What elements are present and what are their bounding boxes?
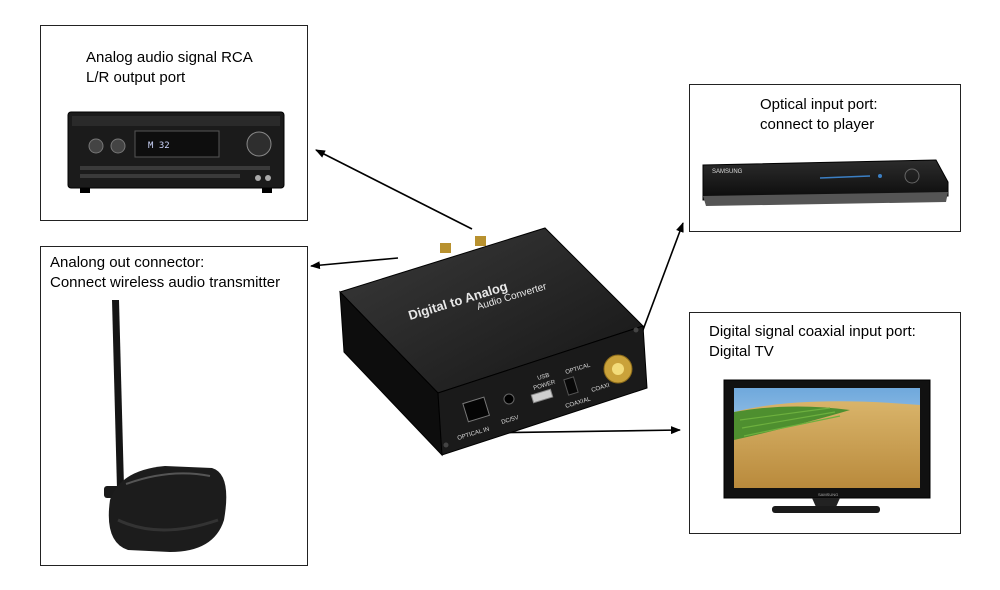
receiver-label: Analog audio signal RCA L/R output port <box>86 48 253 88</box>
arrow-to-receiver <box>315 149 473 230</box>
transmitter-label-line2: Connect wireless audio transmitter <box>50 274 281 291</box>
converter-dc5v: DC/5V <box>501 415 520 426</box>
transmitter-label: Analong out connector: Connect wireless … <box>50 253 280 293</box>
blu-ray-player-icon: SAMSUNG <box>702 159 949 206</box>
player-brand: SAMSUNG <box>712 169 743 175</box>
svg-text:M 32: M 32 <box>148 141 170 151</box>
player-panel <box>689 84 961 232</box>
tv-brand: SAMSUNG <box>818 492 838 497</box>
tv-label: Digital signal coaxial input port: Digit… <box>709 322 916 362</box>
receiver-label-line2: L/R output port <box>86 69 186 86</box>
converter-coaxial-port: COAXI <box>591 383 611 394</box>
tv-label-line2: Digital TV <box>709 343 774 360</box>
tv-label-line1: Digital signal coaxial input port: <box>709 323 916 340</box>
converter-usb: USB <box>537 373 551 382</box>
transmitter-label-line1: Analong out connector: <box>50 254 205 271</box>
television-icon: SAMSUNG <box>723 379 931 513</box>
player-label: Optical input port: connect to player <box>760 95 878 135</box>
wireless-transmitter-icon <box>104 300 227 552</box>
receiver-label-line1: Analog audio signal RCA <box>86 49 253 66</box>
player-label-line2: connect to player <box>760 116 875 133</box>
player-label-line1: Optical input port: <box>760 96 878 113</box>
av-receiver-icon: M 32 <box>67 111 285 193</box>
arrow-to-transmitter <box>310 257 399 270</box>
audio-converter-icon: Digital to Analog Audio Converter OPTICA… <box>339 227 648 457</box>
